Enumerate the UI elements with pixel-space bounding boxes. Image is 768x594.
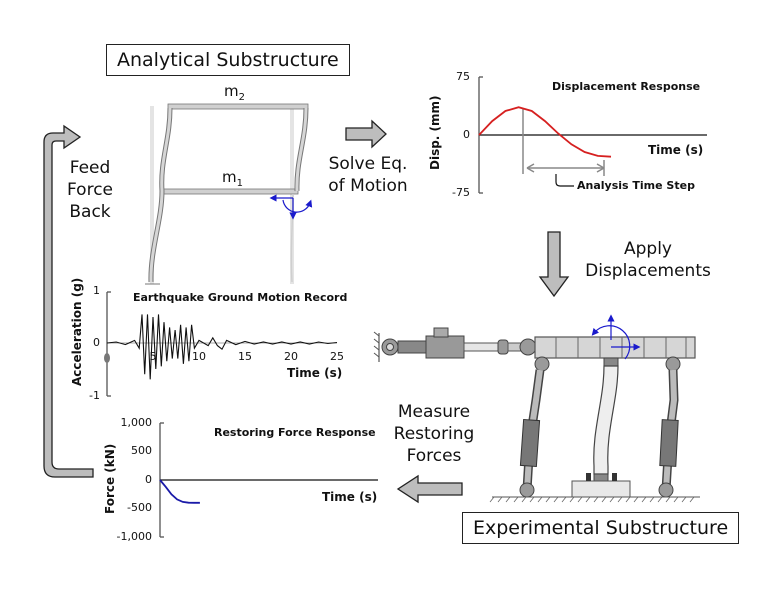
experimental-dof-arrows-icon bbox=[591, 314, 641, 360]
solve-arrow-icon bbox=[345, 119, 387, 149]
force-ytick-1000: 1,000 bbox=[120, 416, 153, 429]
measure-step-label: Measure Restoring Forces bbox=[392, 401, 476, 467]
force-chart-axes bbox=[159, 422, 378, 538]
eq-ytick-1: 1 bbox=[93, 284, 100, 297]
displacement-chart-title: Displacement Response bbox=[552, 80, 701, 93]
measure-line-2: Restoring bbox=[393, 424, 475, 444]
force-curve bbox=[159, 479, 200, 504]
apply-line-1: Apply bbox=[624, 239, 672, 259]
apply-arrow-icon bbox=[538, 231, 570, 298]
analytical-frame bbox=[145, 103, 309, 285]
force-ytick-500: 500 bbox=[131, 444, 152, 457]
beam-m2 bbox=[167, 103, 309, 110]
eq-ytick-neg1: -1 bbox=[89, 389, 100, 402]
measure-line-1: Measure bbox=[397, 402, 471, 422]
mass-m1-label: m1 bbox=[222, 168, 243, 189]
feed-line-1: Feed bbox=[69, 158, 111, 178]
eq-ytick-0: 0 bbox=[93, 336, 100, 349]
eq-xlabel: Time (s) bbox=[287, 366, 343, 380]
feed-line-3: Back bbox=[69, 202, 111, 222]
earthquake-chart-axes bbox=[104, 291, 337, 397]
axis-handle-icon bbox=[104, 353, 110, 363]
displacement-curve bbox=[478, 106, 612, 158]
analytical-dof-arrows-icon bbox=[269, 194, 313, 220]
experimental-setup bbox=[373, 314, 700, 503]
solve-line-1: Solve Eq. bbox=[328, 154, 408, 174]
experimental-substructure-label: Experimental Substructure bbox=[462, 512, 740, 544]
earthquake-curve bbox=[106, 314, 338, 380]
disp-xlabel: Time (s) bbox=[648, 143, 704, 157]
disp-ytick-neg75: -75 bbox=[452, 186, 470, 199]
eq-xtick: 15 bbox=[238, 350, 252, 363]
force-ytick-neg1000: -1,000 bbox=[116, 530, 152, 543]
eq-xtick: 10 bbox=[192, 350, 206, 363]
apply-step-label: Apply Displacements bbox=[578, 238, 718, 282]
eq-xtick: 25 bbox=[330, 350, 344, 363]
measure-arrow-icon bbox=[396, 474, 463, 504]
force-chart-title: Restoring Force Response bbox=[214, 426, 376, 439]
solve-step-label: Solve Eq. of Motion bbox=[328, 153, 408, 197]
disp-ytick-0: 0 bbox=[463, 128, 470, 141]
force-xlabel: Time (s) bbox=[322, 490, 378, 504]
feed-step-label: Feed Force Back bbox=[60, 157, 120, 223]
eq-xtick: 5 bbox=[149, 350, 157, 363]
disp-ytick-75: 75 bbox=[456, 70, 470, 83]
eq-ylabel: Acceleration (g) bbox=[70, 277, 84, 386]
feedback-arrow-icon bbox=[43, 124, 94, 478]
analytical-substructure-label: Analytical Substructure bbox=[106, 44, 350, 76]
apply-line-2: Displacements bbox=[585, 261, 711, 281]
force-ylabel: Force (kN) bbox=[103, 443, 117, 514]
beam-m1 bbox=[159, 188, 299, 195]
solve-line-2: of Motion bbox=[328, 176, 408, 196]
disp-ylabel: Disp. (mm) bbox=[428, 95, 442, 170]
time-step-annotation: Analysis Time Step bbox=[577, 179, 695, 192]
earthquake-chart-title: Earthquake Ground Motion Record bbox=[133, 291, 348, 304]
measure-line-3: Forces bbox=[406, 446, 462, 466]
displacement-chart-axes bbox=[478, 76, 707, 194]
force-ytick-neg500: -500 bbox=[127, 501, 152, 514]
force-ytick-0: 0 bbox=[145, 473, 152, 486]
mass-m2-label: m2 bbox=[224, 82, 245, 103]
feed-line-2: Force bbox=[67, 180, 113, 200]
eq-xtick: 20 bbox=[284, 350, 298, 363]
